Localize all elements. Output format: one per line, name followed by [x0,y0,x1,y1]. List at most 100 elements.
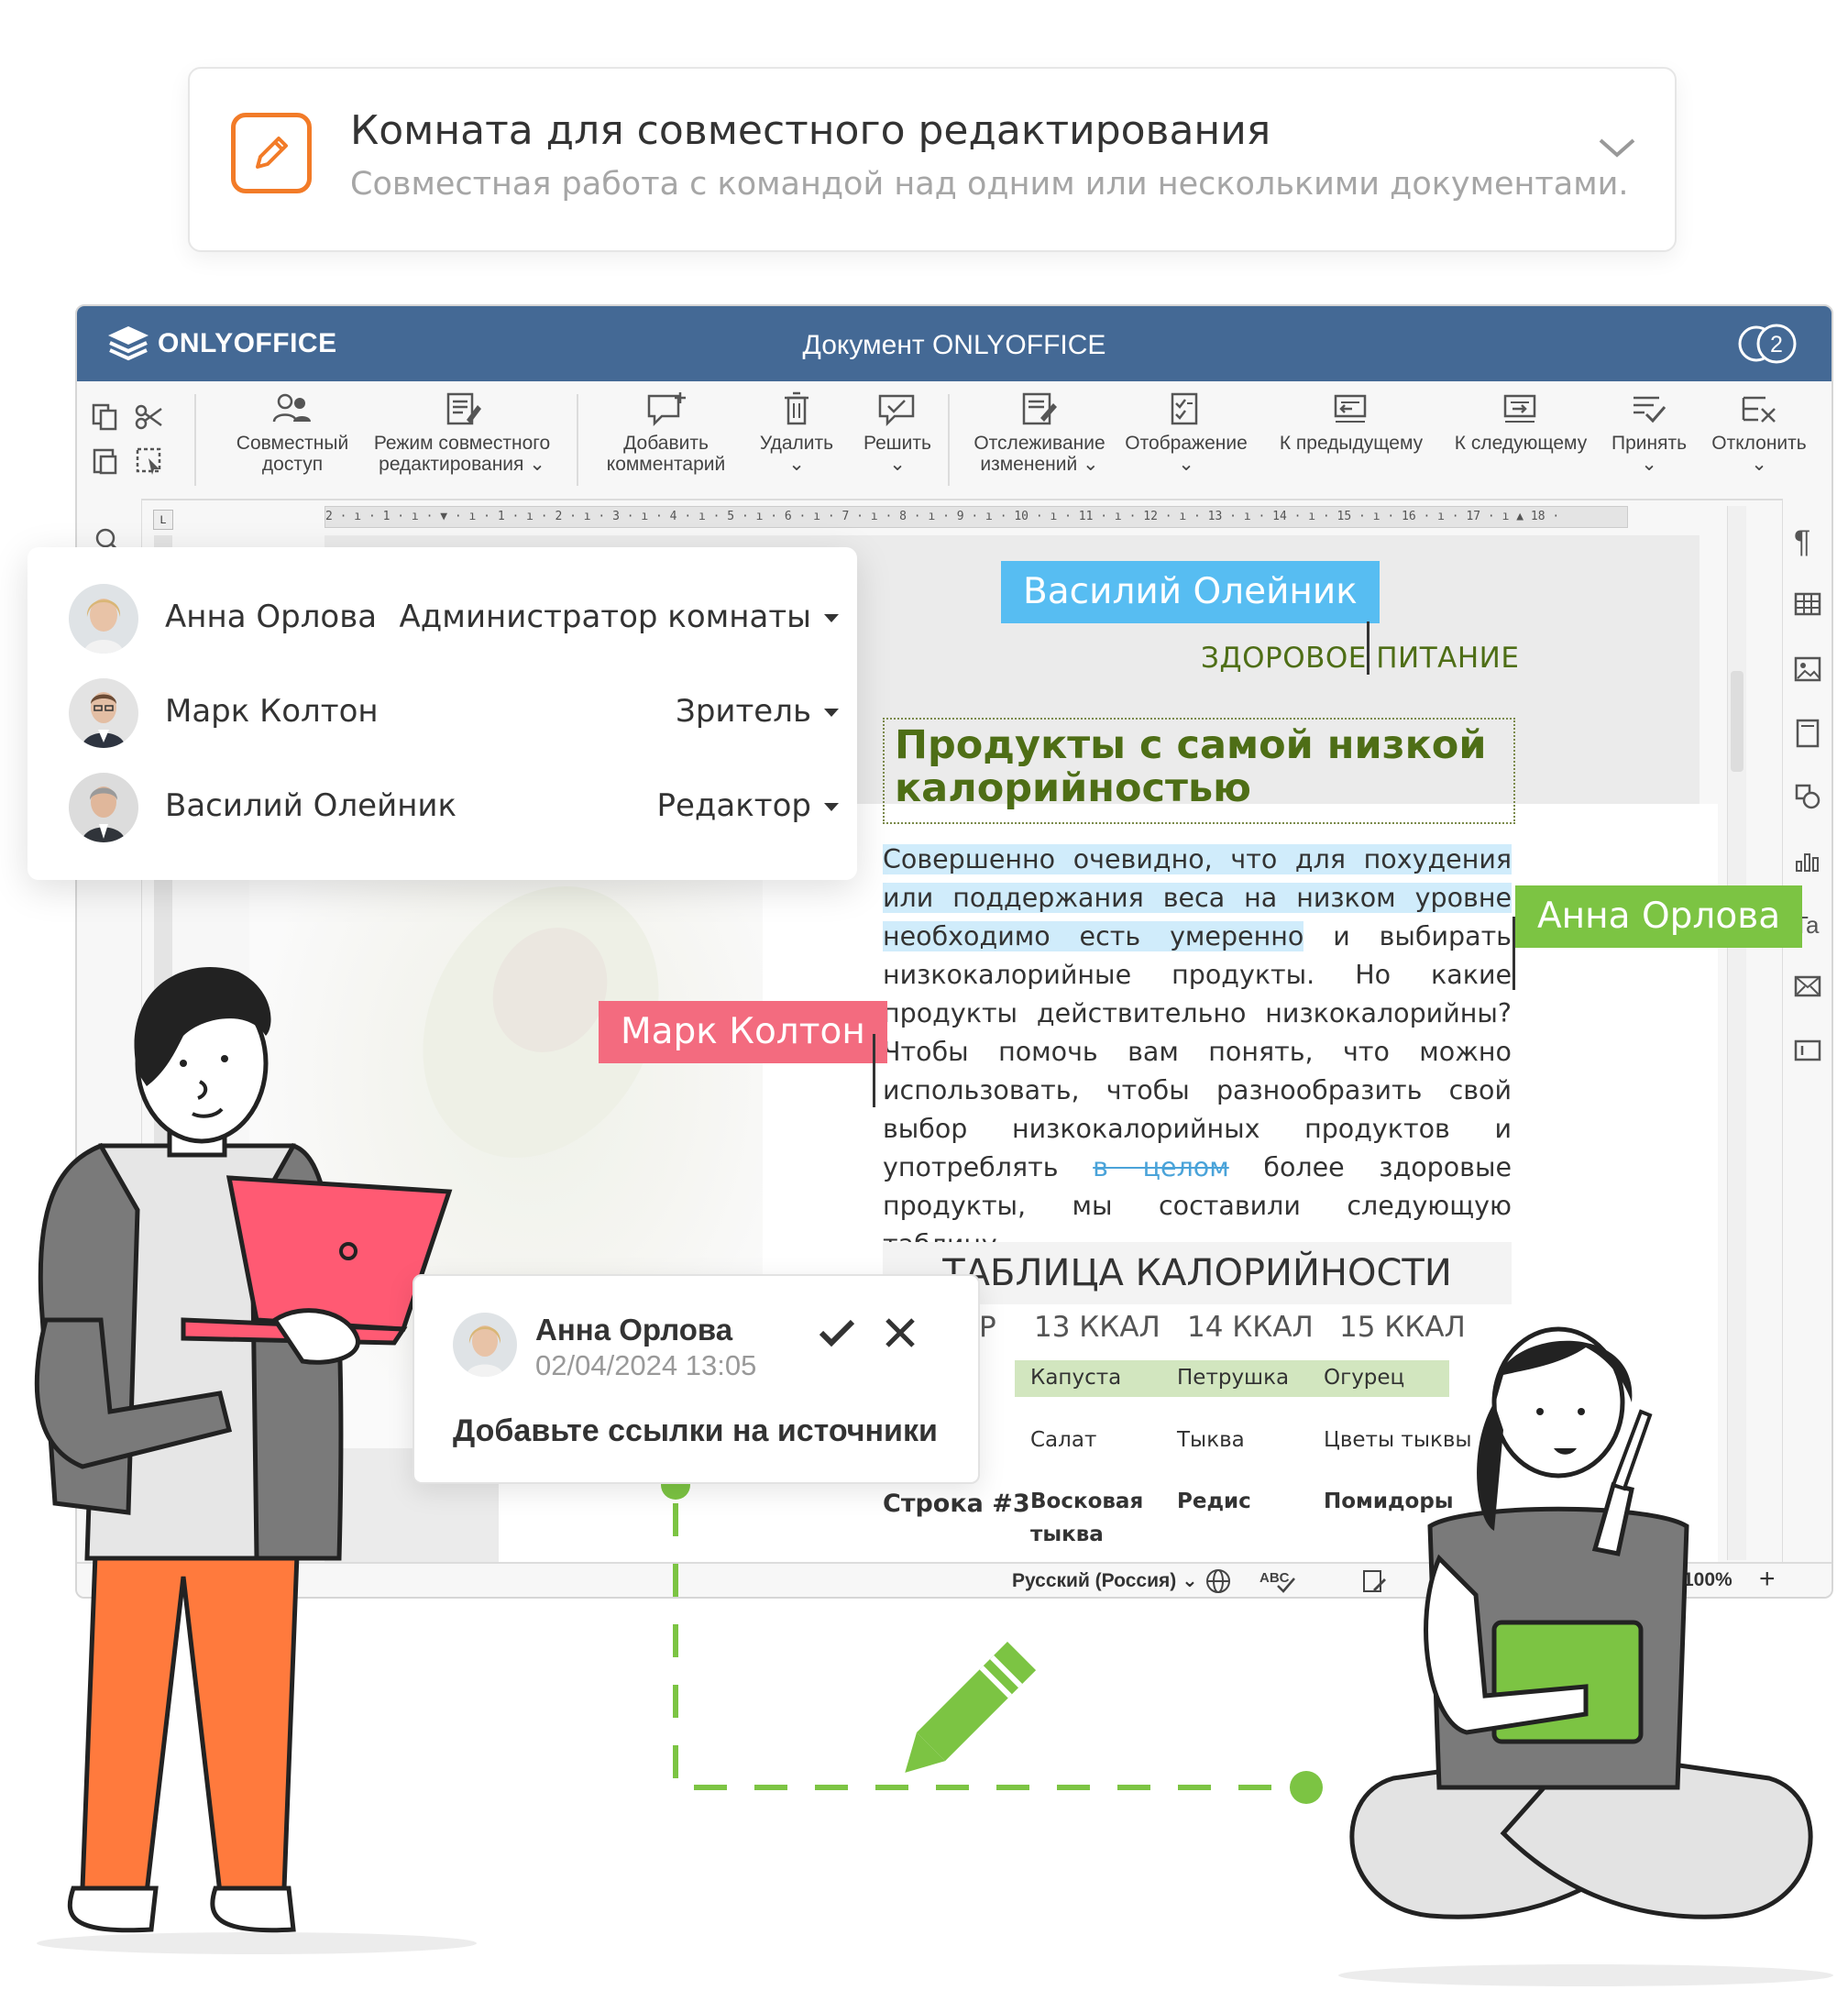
chart-icon[interactable] [1794,847,1821,877]
table-title: ТАБЛИЦА КАЛОРИЙНОСТИ [883,1242,1512,1304]
member-role-dropdown[interactable]: Зритель [676,693,839,730]
connector-line [642,1457,1338,1856]
toolbar: Совместный доступ Режим совместного реда… [77,381,1832,500]
reject-button[interactable]: Отклонить ⌄ [1704,390,1814,475]
member-role-dropdown[interactable]: Редактор [656,787,839,824]
man-with-laptop-illustration [0,935,513,2012]
chevron-down-icon[interactable] [1597,133,1637,165]
sharing-button[interactable]: Совместный доступ [214,390,370,475]
right-panel: ¶ Ta [1782,499,1832,1571]
mail-merge-icon[interactable] [1794,975,1821,1002]
table-header-2: 13 ККАЛ [1034,1311,1160,1344]
room-card[interactable]: Комната для совместного редактирования С… [188,67,1677,252]
paragraph-marks-icon[interactable]: ¶ [1794,524,1811,559]
comment-date: 02/04/2024 13:05 [535,1349,757,1381]
vertical-scrollbar[interactable] [1727,506,1746,1560]
member-row[interactable]: Анна Орлова Администратор комнаты [69,584,839,657]
document-paragraph[interactable]: Совершенно очевидно, что для похудения и… [883,841,1512,1264]
form-field-icon[interactable] [1794,1039,1821,1066]
room-title: Комната для совместного редактирования [350,107,1271,154]
table-cell[interactable]: Восковая тыква [1030,1490,1144,1546]
text-caret [1512,917,1515,990]
member-role-dropdown[interactable]: Администратор комнаты [400,599,839,635]
cursor-label-anna: Анна Орлова [1515,885,1803,948]
logo-text: ONLYOFFICE [158,328,337,358]
member-name: Василий Олейник [165,787,457,824]
table-header-4: 15 ККАЛ [1339,1311,1466,1344]
previous-change-button[interactable]: К предыдущему [1269,390,1434,454]
room-subtitle: Совместная работа с командой над одним и… [350,166,1629,203]
globe-icon[interactable] [1204,1567,1232,1597]
document-heading[interactable]: Продукты с самой низкой калорийностью [895,722,1487,811]
zoom-level[interactable]: 100% [1683,1569,1732,1590]
next-change-button[interactable]: К следующему [1443,390,1599,454]
deleted-text: в целом [1093,1152,1229,1182]
add-comment-button[interactable]: Добавить комментарий [590,390,742,475]
member-name: Анна Орлова [165,599,378,635]
co-edit-mode-button[interactable]: Режим совместного редактирования ⌄ [361,390,563,475]
table-cell[interactable]: Цветы тыквы [1324,1428,1472,1452]
table-cell[interactable]: Петрушка [1177,1366,1290,1390]
tab-stop-selector[interactable]: L [153,510,173,530]
delete-button[interactable]: Удалить ⌄ [746,390,847,475]
table-icon[interactable] [1794,592,1821,621]
table-cell[interactable]: Капуста [1030,1366,1122,1390]
member-role: Редактор [656,787,812,824]
users-badge[interactable]: 2 [1736,321,1800,371]
document-title: Документ ONLYOFFICE [802,330,1106,360]
spellcheck-icon[interactable]: ABC [1260,1567,1296,1597]
track-changes-label: Отслеживание изменений ⌄ [974,433,1106,475]
sharing-label: Совместный доступ [236,433,349,475]
table-cell[interactable]: Помидоры [1324,1490,1454,1513]
member-role: Зритель [676,693,811,730]
paste-icon[interactable] [90,445,121,481]
edit-room-icon [231,113,312,193]
resolve-check-icon[interactable] [818,1316,856,1354]
cursor-label-vasiliy: Василий Олейник [1001,561,1380,623]
co-edit-mode-label: Режим совместного редактирования ⌄ [373,433,551,475]
text-caret [1367,621,1370,675]
resolve-label: Решить ⌄ [864,433,931,475]
language-selector[interactable]: Русский (Россия) ⌄ [1012,1570,1198,1591]
header-footer-icon[interactable] [1794,719,1821,753]
table-row-label: Строка #3 [883,1490,1030,1518]
resolve-button[interactable]: Решить ⌄ [847,390,948,475]
member-role: Администратор комнаты [399,599,811,635]
track-changes-status-icon[interactable] [1360,1567,1388,1597]
member-row[interactable]: Марк Колтон Зритель [69,678,839,752]
image-icon[interactable] [1794,656,1821,687]
previous-change-label: К предыдущему [1279,433,1424,454]
comment-card[interactable]: Анна Орлова 02/04/2024 13:05 Добавьте сс… [412,1274,980,1484]
table-cell[interactable]: Салат [1030,1428,1097,1452]
heading-frame [883,718,1515,824]
table-cell[interactable]: Тыква [1177,1428,1245,1452]
caret-down-icon [824,709,839,717]
shape-icon[interactable] [1794,783,1821,815]
delete-label: Удалить ⌄ [759,433,834,475]
avatar [69,584,138,654]
cut-icon[interactable] [134,401,165,437]
caret-down-icon [824,803,839,811]
pencil-icon [905,1642,1037,1773]
copy-icon[interactable] [90,401,121,437]
close-icon[interactable] [884,1316,917,1354]
accept-label: Принять ⌄ [1611,433,1688,475]
track-changes-button[interactable]: Отслеживание изменений ⌄ [962,390,1117,475]
display-button[interactable]: Отображение ⌄ [1117,390,1255,475]
member-name: Марк Колтон [165,693,379,730]
svg-text:ABC: ABC [1260,1570,1290,1586]
member-row[interactable]: Василий Олейник Редактор [69,773,839,846]
table-header-1: Р [979,1311,996,1344]
comment-text: Добавьте ссылки на источники [453,1413,938,1448]
scroll-thumb[interactable] [1731,671,1744,772]
table-cell[interactable]: Огурец [1324,1366,1405,1390]
horizontal-ruler[interactable]: 2 · ı · 1 · ı · ▼ · ı · 1 · ı · 2 · ı · … [324,506,1628,528]
next-change-label: К следующему [1454,433,1588,454]
select-all-icon[interactable] [134,445,165,481]
comment-author: Анна Орлова [535,1313,733,1347]
onlyoffice-logo-icon [104,323,152,369]
title-bar: ONLYOFFICE Документ ONLYOFFICE 2 [77,306,1832,381]
table-cell[interactable]: Редис [1177,1490,1251,1513]
zoom-in-button[interactable]: + [1759,1564,1776,1594]
accept-button[interactable]: Принять ⌄ [1603,390,1695,475]
